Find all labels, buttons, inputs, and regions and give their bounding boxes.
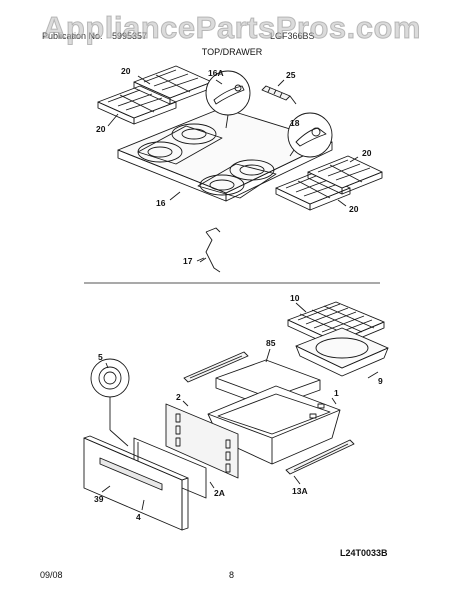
footer-page-number: 8: [229, 570, 235, 580]
top-callouts: 20 20 16 16A 25 18 20 20 17: [96, 66, 372, 266]
publication-number: 5995357: [112, 31, 148, 41]
callout-label: 1: [334, 388, 339, 398]
footer-date: 09/08: [40, 570, 63, 580]
section-title: TOP/DRAWER: [201, 47, 263, 57]
callout-label: 20: [121, 66, 131, 76]
callout-label: 4: [136, 512, 141, 522]
grate-left-part-20: [97, 65, 213, 125]
rod-part-17: [199, 227, 221, 273]
callout-label: 20: [349, 204, 359, 214]
callout-label: 9: [378, 376, 383, 386]
callout-label: 10: [290, 293, 300, 303]
grate-right-part-20: [275, 155, 383, 211]
callout-label: 85: [266, 338, 276, 348]
bottom-callouts: 10 85 9 5 2 1 39 4 2A 13A: [94, 293, 383, 522]
drawer-rail-left: [183, 351, 249, 383]
detail-circle-16a: [205, 70, 251, 129]
detail-circle-18: [287, 112, 333, 158]
callout-label: 25: [286, 70, 296, 80]
drawer-front-part-4: [83, 435, 189, 531]
callout-label: 5: [98, 352, 103, 362]
knob-part-5: [90, 358, 130, 447]
cooktop-part-16: [117, 107, 333, 202]
callout-label: 16A: [208, 68, 224, 78]
callout-label: 18: [290, 118, 300, 128]
publication-label: Publication No.: [42, 31, 103, 41]
bracket-part-25: [261, 85, 297, 105]
drawer-panel-part-2: [165, 403, 239, 479]
callout-label: 20: [96, 124, 106, 134]
callout-label: 13A: [292, 486, 308, 496]
callout-label: 20: [362, 148, 372, 158]
callout-label: 2: [176, 392, 181, 402]
callout-label: 39: [94, 494, 104, 504]
callout-label: 17: [183, 256, 193, 266]
broiler-pan-part-9: [295, 327, 389, 377]
broiler-insert-part-10: [287, 301, 385, 349]
rail-part-13a: [285, 439, 355, 475]
callout-label: 16: [156, 198, 166, 208]
model-number: LGF366BS: [270, 31, 315, 41]
callout-label: 2A: [214, 488, 225, 498]
diagram-code: L24T0033B: [340, 548, 388, 558]
